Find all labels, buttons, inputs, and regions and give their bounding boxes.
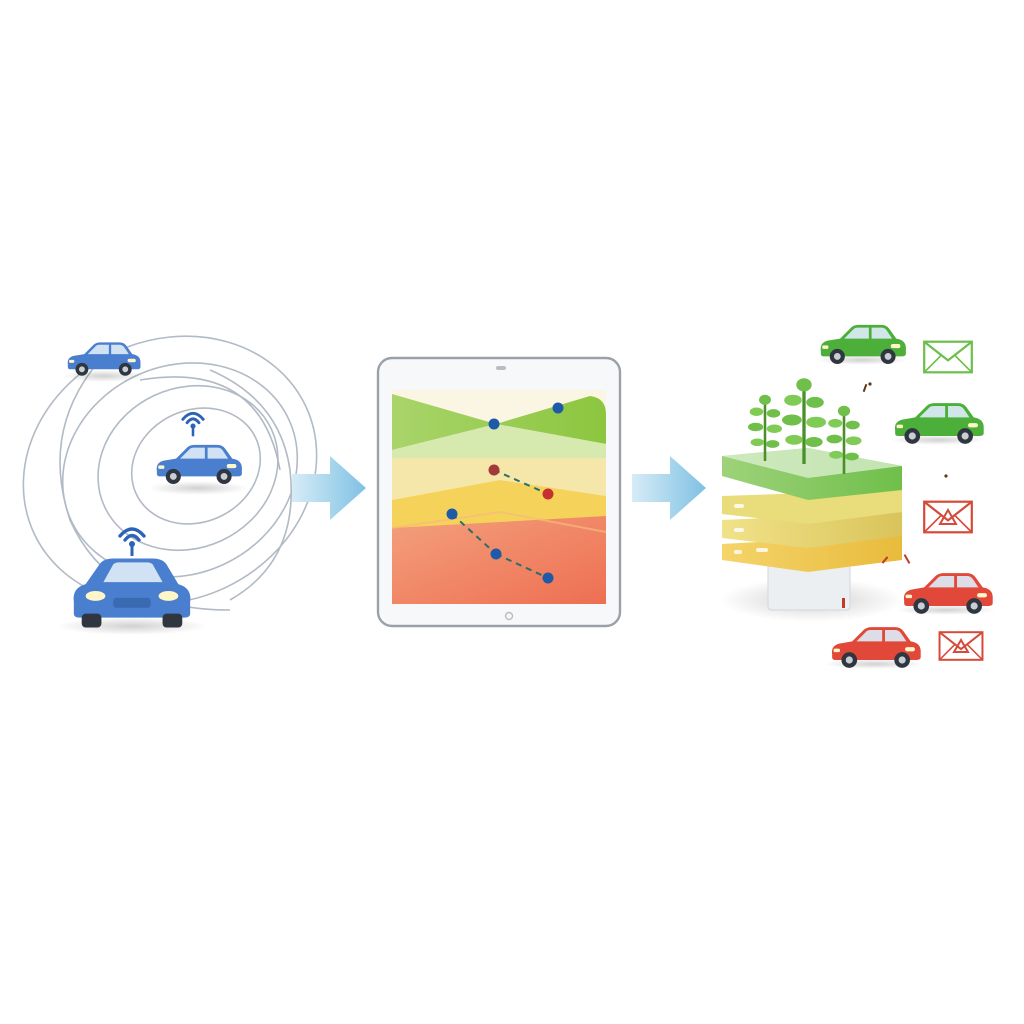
layer-mid bbox=[722, 512, 902, 548]
layered-block bbox=[722, 448, 902, 611]
data-point bbox=[542, 572, 554, 584]
trajectory-lines bbox=[451, 469, 549, 579]
tablet-camera bbox=[496, 366, 506, 370]
data-point bbox=[542, 488, 554, 500]
alert-envelope-icon bbox=[923, 500, 973, 534]
signal-wave-arc bbox=[209, 369, 292, 601]
signal-wave-arc bbox=[139, 376, 281, 471]
data-point bbox=[490, 548, 502, 560]
sparkle-marks bbox=[842, 382, 948, 608]
data-point bbox=[488, 418, 500, 430]
vehicle-car bbox=[156, 444, 242, 484]
data-points bbox=[446, 402, 564, 584]
vehicle-car bbox=[73, 558, 191, 628]
layer-tan bbox=[722, 490, 902, 524]
data-point bbox=[552, 402, 564, 414]
tablet-home-button bbox=[504, 611, 514, 621]
vehicle-network-stage bbox=[22, 335, 318, 635]
alert-envelope-icon bbox=[938, 631, 984, 661]
classification-stage bbox=[720, 324, 996, 669]
zone-band-red bbox=[392, 516, 606, 604]
wifi-signal-icon bbox=[181, 411, 205, 438]
data-point bbox=[488, 464, 500, 476]
flow-arrow-icon bbox=[632, 456, 706, 520]
zone-band-pale bbox=[392, 458, 606, 500]
signal-wave-ring bbox=[97, 384, 279, 552]
signal-wave-ring bbox=[130, 407, 262, 525]
data-point bbox=[446, 508, 458, 520]
layer-yellow bbox=[722, 534, 902, 572]
analysis-tablet bbox=[376, 356, 622, 628]
flow-arrow-icon bbox=[292, 456, 366, 520]
envelope-icon bbox=[923, 340, 973, 374]
